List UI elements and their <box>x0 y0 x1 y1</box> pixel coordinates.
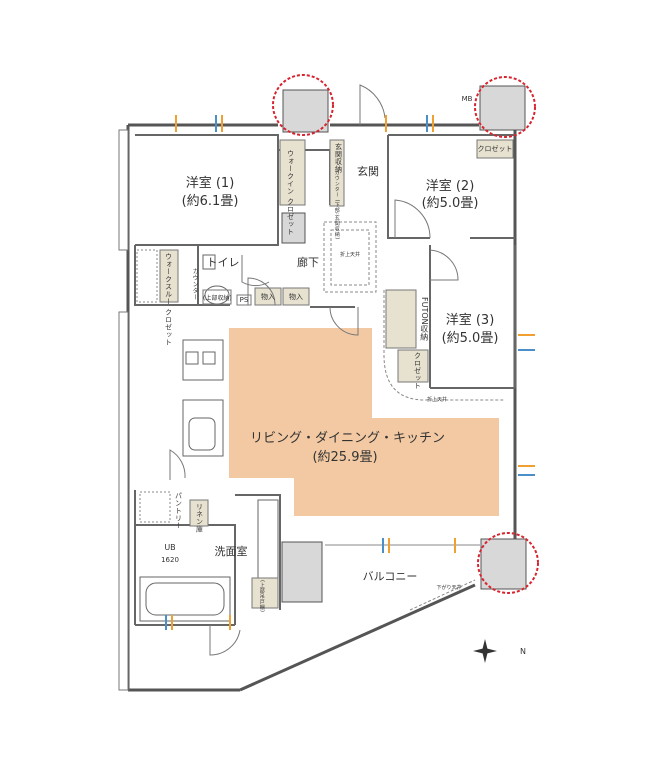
storage-mono-1-label: 物入 <box>261 293 275 301</box>
closet-room3 <box>397 349 429 383</box>
storage-mono-2-label: 物入 <box>289 293 303 301</box>
compass-label: N <box>520 647 526 656</box>
ceiling-marker-1-inner <box>330 229 370 286</box>
toilet-fixture <box>202 254 232 305</box>
left-facade-top <box>118 129 129 251</box>
room-western-2-size: (約5.0畳) <box>421 196 479 211</box>
ub-size-label: 1620 <box>161 556 179 564</box>
linen <box>189 499 209 527</box>
pantry-label: パントリー <box>174 492 183 530</box>
walkthrough-closet <box>136 249 179 303</box>
ldk-floor <box>229 328 499 516</box>
room-western-1-size: (約6.1畳) <box>181 194 239 209</box>
ldk-size: (約25.9畳) <box>312 450 378 465</box>
mb-label: MB <box>461 95 473 103</box>
washer-storage-label: (上部吊戸棚) <box>258 580 265 613</box>
window-marks <box>165 115 535 630</box>
compass-icon <box>473 639 497 663</box>
toilet-label: トイレ <box>206 256 240 269</box>
counter-label: カウンター <box>191 268 199 301</box>
ps-box <box>236 294 252 306</box>
washer-storage <box>251 577 279 609</box>
upper-storage-label: (上部収納) <box>203 295 232 302</box>
pillar-bottom-right <box>480 538 527 590</box>
ceiling-note-1: 折上天井 <box>339 252 360 258</box>
room-western-3-size: (約5.0畳) <box>441 331 499 346</box>
room-western-2-name: 洋室 (2) <box>425 179 475 194</box>
room-western-1-name: 洋室 (1) <box>185 176 235 191</box>
futon-storage <box>385 289 417 349</box>
entrance-storage-label: 玄関収納 <box>334 143 343 173</box>
walkin-closet-label: ウォークイン クロゼット <box>286 150 295 236</box>
walkin-closet <box>279 139 345 244</box>
pillar-top-left <box>282 89 329 133</box>
balcony-unit <box>281 541 323 603</box>
hallway-label: 廊下 <box>297 256 319 269</box>
left-facade <box>118 311 129 691</box>
room-western-3-name: 洋室 (3) <box>445 313 495 328</box>
walkthrough-closet-label: ウォークスルー クロゼット <box>164 253 173 346</box>
highlight-circles <box>272 74 539 594</box>
closet-room3-label: クロゼット <box>413 352 422 390</box>
entrance-label: 玄関 <box>357 165 379 178</box>
ldk-name: リビング・ダイニング・キッチン <box>250 431 446 446</box>
closet-room2 <box>476 139 514 159</box>
washroom-label: 洗面室 <box>214 545 248 558</box>
closet-room2-label: クロゼット <box>477 145 513 153</box>
shoe-counter-label: カウンター (下部:玄関収納) <box>333 170 340 240</box>
balcony-label: バルコニー <box>362 570 418 583</box>
bathtub <box>139 576 231 622</box>
kitchen-island <box>182 339 224 457</box>
ceiling-note-2: 折上天井 <box>426 397 447 403</box>
balcony-ceiling-note: 下がり天井 <box>436 585 462 591</box>
ceiling-marker-2 <box>383 290 505 401</box>
wash-basin <box>257 499 279 579</box>
ceiling-marker-1 <box>323 221 377 293</box>
storage-mono-2 <box>282 287 310 306</box>
futon-label: FUTON収納 <box>419 297 429 341</box>
doors <box>169 84 459 656</box>
pillar-top-right <box>479 85 526 131</box>
linen-label: リネン庫 <box>195 503 204 533</box>
balcony-dash <box>409 579 476 611</box>
ub-label: UB <box>164 543 176 552</box>
pantry <box>139 491 171 523</box>
ps-label: PS <box>239 296 249 304</box>
